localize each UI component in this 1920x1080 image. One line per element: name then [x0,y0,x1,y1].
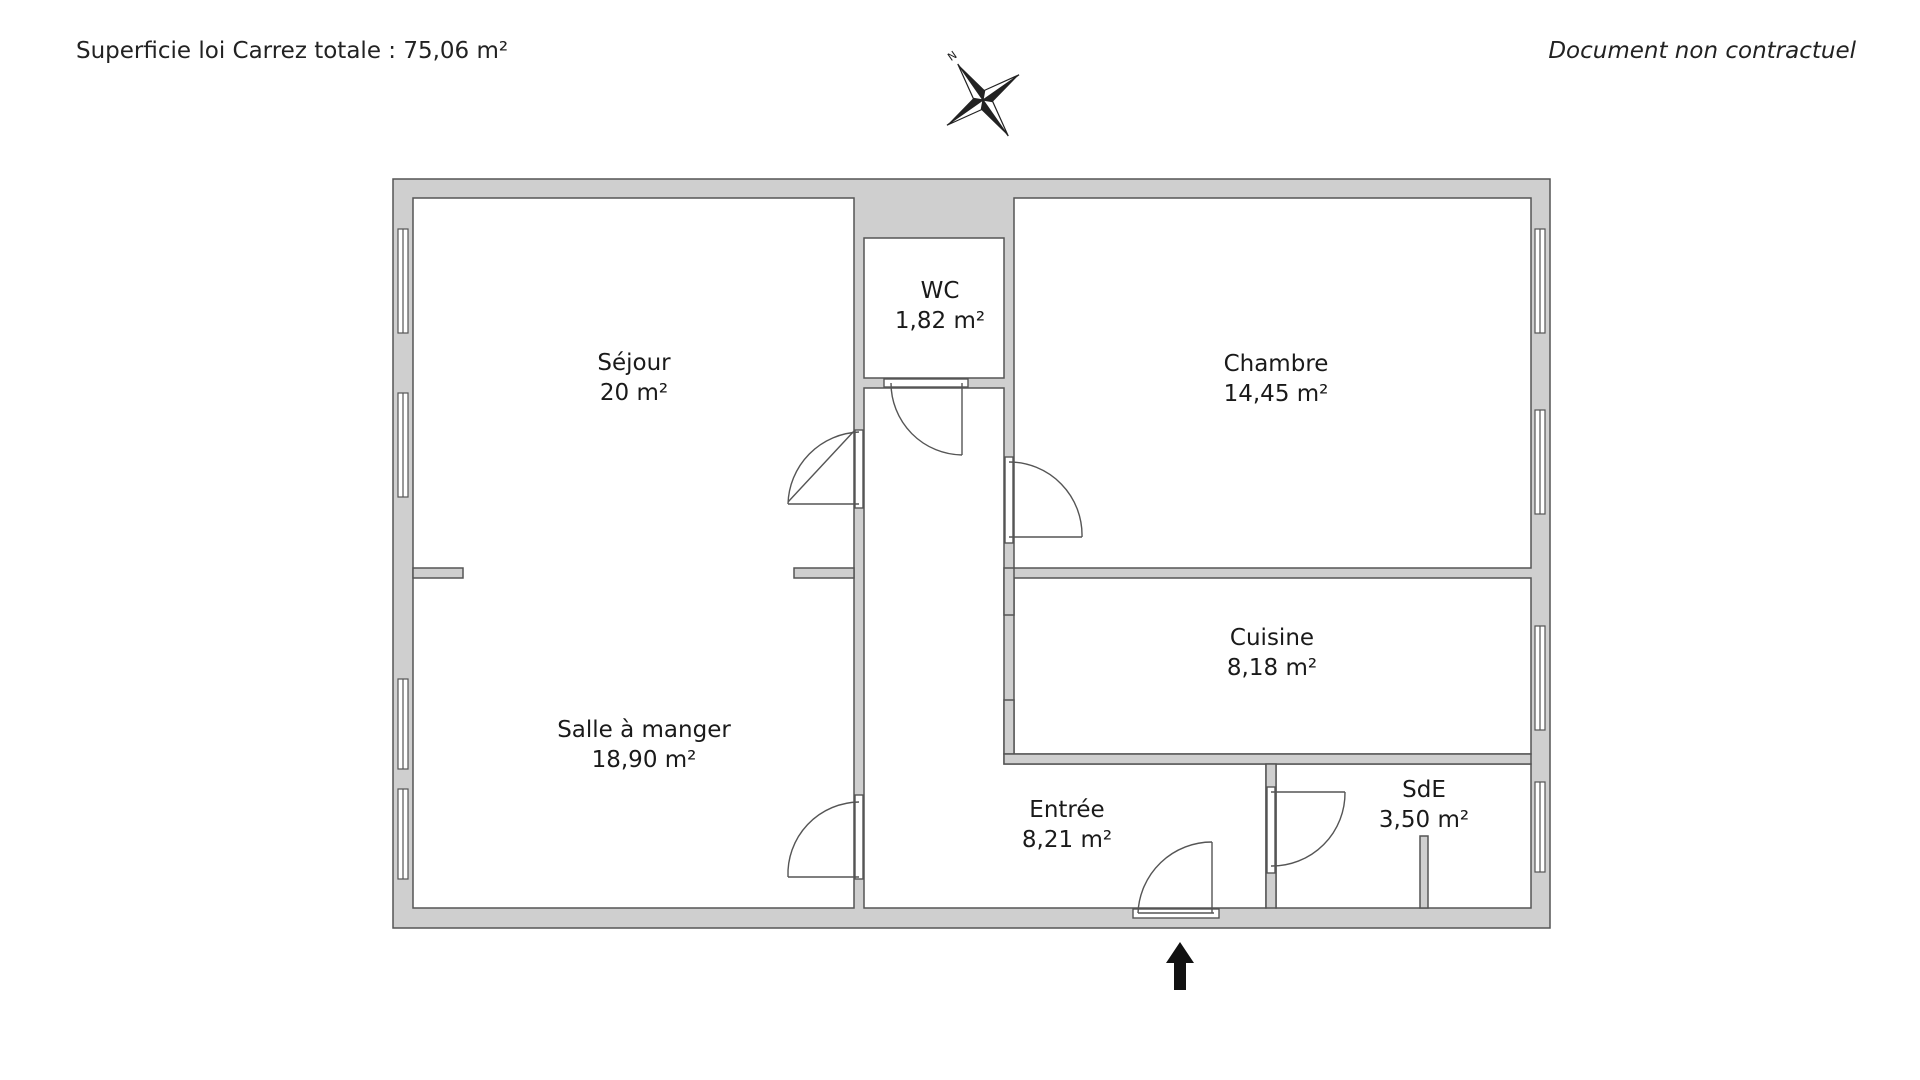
door-chambre [1004,456,1083,544]
label-salle-name: Salle à manger [557,717,731,743]
total-area-value: 75,06 m² [403,38,509,64]
door-wc [883,378,969,456]
compass-icon: N [945,48,1020,137]
door-salle-a-manger [787,794,864,880]
label-sejour-name: Séjour [597,350,671,376]
total-area-label: Superficie loi Carrez totale : [76,38,397,64]
label-wc-area: 1,82 m² [895,308,985,334]
label-sde-area: 3,50 m² [1379,807,1469,833]
label-wc: WC 1,82 m² [895,278,985,334]
door-sde [1266,786,1346,874]
label-wc-name: WC [921,278,960,304]
windows [397,228,1546,880]
label-cuisine: Cuisine 8,18 m² [1227,625,1317,681]
label-cuisine-name: Cuisine [1230,625,1314,651]
label-entree-area: 8,21 m² [1022,827,1112,853]
door-entrance [1132,841,1220,919]
label-cuisine-area: 8,18 m² [1227,655,1317,681]
label-sejour-area: 20 m² [600,380,668,406]
label-entree: Entrée 8,21 m² [1022,797,1112,853]
sde-partition [1419,835,1429,909]
room-sejour-salle [412,197,855,909]
disclaimer-text: Document non contractuel [1548,38,1856,64]
label-chambre-name: Chambre [1224,351,1329,377]
total-area-text: Superficie loi Carrez totale : 75,06 m² [76,38,508,64]
label-entree-name: Entrée [1029,797,1104,823]
room-chambre [1013,197,1532,569]
room-wc [863,237,1005,379]
entrance-arrow-icon [1166,942,1194,990]
wall-stub-chambre [1003,567,1015,616]
label-chambre-area: 14,45 m² [1224,381,1329,407]
partition-left-stub [412,567,464,579]
label-salle-area: 18,90 m² [592,747,697,773]
compass-north-label: N [945,48,959,63]
partition-right-stub [793,567,855,579]
label-chambre: Chambre 14,45 m² [1224,351,1329,407]
door-sejour [787,429,864,509]
label-salle-a-manger: Salle à manger 18,90 m² [557,717,731,773]
wall-cuisine-bottom [1003,753,1532,765]
wall-stub-cuisine [1003,699,1015,755]
label-sde-name: SdE [1402,777,1446,803]
label-sde: SdE 3,50 m² [1379,777,1469,833]
label-sejour: Séjour 20 m² [597,350,671,406]
room-sde [1275,763,1532,909]
